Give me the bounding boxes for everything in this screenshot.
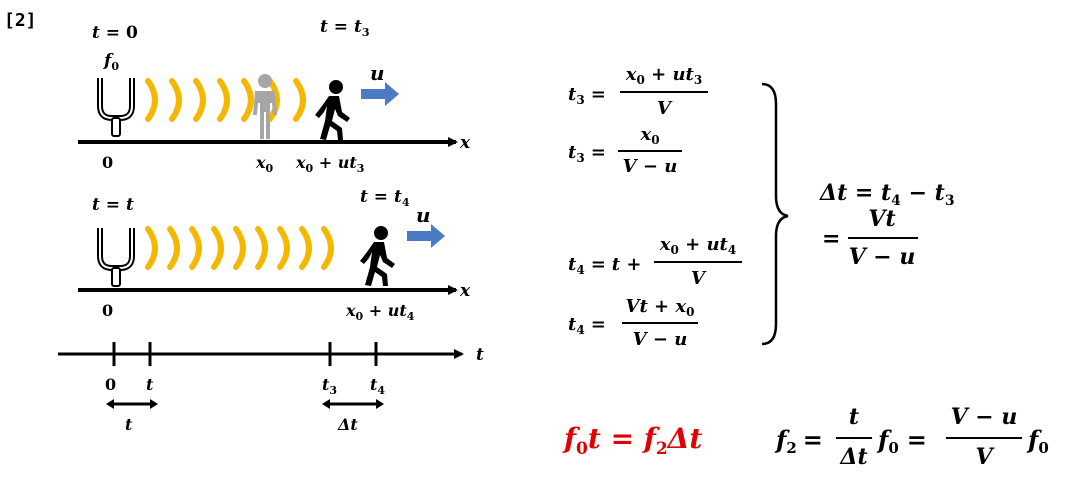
wave-arc	[255, 226, 268, 270]
scene1-position-tick: x0 + ut3	[295, 153, 364, 175]
f2-f0-and-equals: f0=	[876, 425, 927, 457]
sound-waves-scene2	[145, 226, 334, 270]
wave-arc	[167, 226, 180, 270]
scene1-origin-tick: 0	[102, 153, 113, 172]
eq1-numerator: x0 + ut3	[625, 64, 702, 87]
sound-waves-scene1	[145, 78, 306, 122]
tick-t3-label: t3	[322, 375, 337, 397]
scene2-position-tick: x0 + ut4	[345, 301, 415, 323]
timeline: t 0 t t3 t4 t Δt	[58, 342, 484, 434]
tuning-fork-icon	[97, 228, 135, 287]
eq2-lhs: t3=	[568, 142, 606, 165]
eq3-numerator: x0 + ut4	[659, 234, 736, 257]
wave-arc	[145, 226, 158, 270]
scene-one: t = 0 f0 t = t3 u x 0 x0 x0 +	[78, 17, 471, 175]
scene2-time-left: t = t	[92, 195, 134, 215]
interval-dt-label: Δt	[337, 415, 358, 434]
equations: t3= x0 + ut3 V t3= x0 V − u t4=t + x0 + …	[568, 64, 955, 350]
wave-arc	[299, 226, 312, 270]
section-label: [2]	[4, 10, 37, 31]
interval-t-arrow	[106, 399, 158, 409]
eq3-lhs: t4=t +	[568, 254, 641, 277]
eq3-denominator: V	[691, 268, 707, 289]
f2-frac2-denominator: V	[975, 444, 994, 470]
velocity-arrow-icon	[407, 224, 445, 248]
scene-two: t = t t = t4 u x 0 x0 + ut4	[78, 187, 471, 323]
eq4-lhs: t4=	[568, 314, 606, 337]
dt2-denominator: V − u	[849, 244, 916, 270]
scene2-time-right: t = t4	[360, 187, 410, 209]
velocity-arrow-icon	[361, 82, 399, 106]
wave-arc	[189, 226, 202, 270]
interval-t-label: t	[125, 415, 133, 434]
f2-frac2-numerator: V − u	[951, 404, 1018, 430]
eq4-denominator: V − u	[633, 329, 688, 350]
red-relation: f0t = f2Δt	[562, 422, 702, 459]
dt2-equals: =	[822, 226, 840, 252]
scene1-speed-label: u	[370, 61, 385, 85]
interval-dt-arrow	[322, 399, 384, 409]
eq2-numerator: x0	[639, 124, 659, 147]
f2-lhs: f2=	[774, 425, 823, 457]
scene1-axis-label: x	[459, 133, 471, 153]
right-brace	[761, 82, 789, 346]
tick-zero-label: 0	[105, 375, 116, 394]
tick-t4-label: t4	[370, 375, 385, 397]
walking-person-icon	[360, 226, 395, 286]
eq4-numerator: Vt + x0	[626, 296, 695, 319]
bottom-formulas: f0t = f2Δt f2= t Δt f0= V − u V f0	[562, 404, 1049, 470]
wave-arc	[277, 226, 290, 270]
wave-arc	[267, 78, 280, 122]
eq1-denominator: V	[657, 98, 673, 119]
dt2-numerator: Vt	[868, 206, 895, 232]
wave-arc	[145, 78, 158, 122]
walking-person-icon	[315, 80, 350, 140]
wave-arc	[293, 78, 306, 122]
scene1-frequency-label: f0	[103, 51, 119, 73]
wave-arc	[233, 226, 246, 270]
scene1-x0-tick: x0	[255, 153, 274, 175]
scene1-time-left: t = 0	[92, 23, 138, 43]
scene2-origin-tick: 0	[102, 301, 113, 320]
scene1-time-right: t = t3	[320, 17, 369, 39]
standing-person-icon	[253, 74, 277, 139]
wave-arc	[169, 78, 182, 122]
tick-t-label: t	[146, 375, 154, 394]
f2-frac1-denominator: Δt	[839, 444, 867, 470]
wave-arc	[241, 78, 254, 122]
scene2-speed-label: u	[416, 203, 431, 227]
tuning-fork-icon	[97, 78, 135, 137]
wave-arc	[193, 78, 206, 122]
wave-arc	[217, 78, 230, 122]
scene2-axis-label: x	[459, 281, 471, 301]
dt-equation: Δt = t4 − t3	[819, 180, 955, 209]
f2-f0-final: f0	[1026, 425, 1049, 457]
wave-arc	[321, 226, 334, 270]
eq2-denominator: V − u	[623, 156, 678, 177]
eq1-lhs: t3=	[568, 84, 606, 107]
wave-arc	[211, 226, 224, 270]
time-axis-label: t	[476, 345, 484, 365]
f2-frac1-numerator: t	[849, 404, 859, 430]
